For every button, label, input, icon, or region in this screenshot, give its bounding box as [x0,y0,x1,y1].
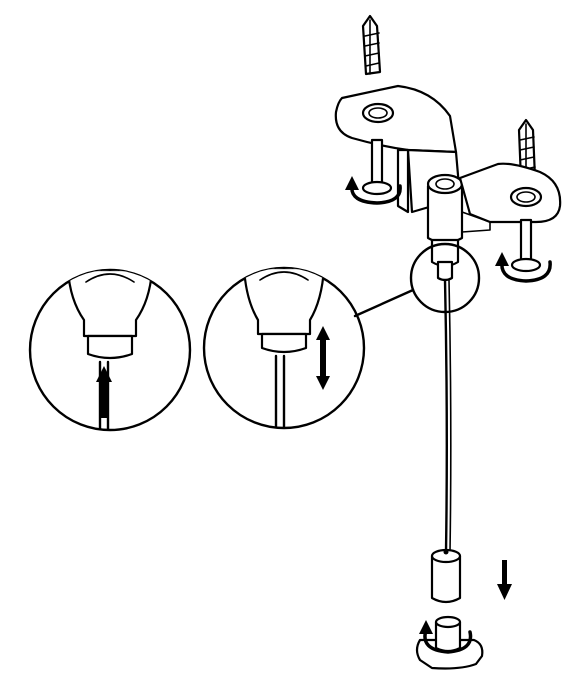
cable-end-sleeve [430,548,462,604]
rotate-arrow-icon-base [419,620,473,654]
detail-cable-adjust [202,266,366,430]
screw-right [510,218,542,273]
wall-anchor-left [361,14,382,76]
detail-cable-insert [28,268,192,432]
up-down-arrow-icon [316,326,330,390]
rotate-arrow-icon-right-screw [495,252,552,283]
down-arrow-icon [497,560,512,600]
ceiling-bracket [334,84,562,245]
up-arrow-icon [96,366,112,418]
magnifier-circle [409,242,481,314]
screw-left [361,138,393,196]
suspension-cable [443,278,452,554]
rotate-arrow-icon-left-screw [345,176,402,205]
callout-leader [353,288,415,318]
